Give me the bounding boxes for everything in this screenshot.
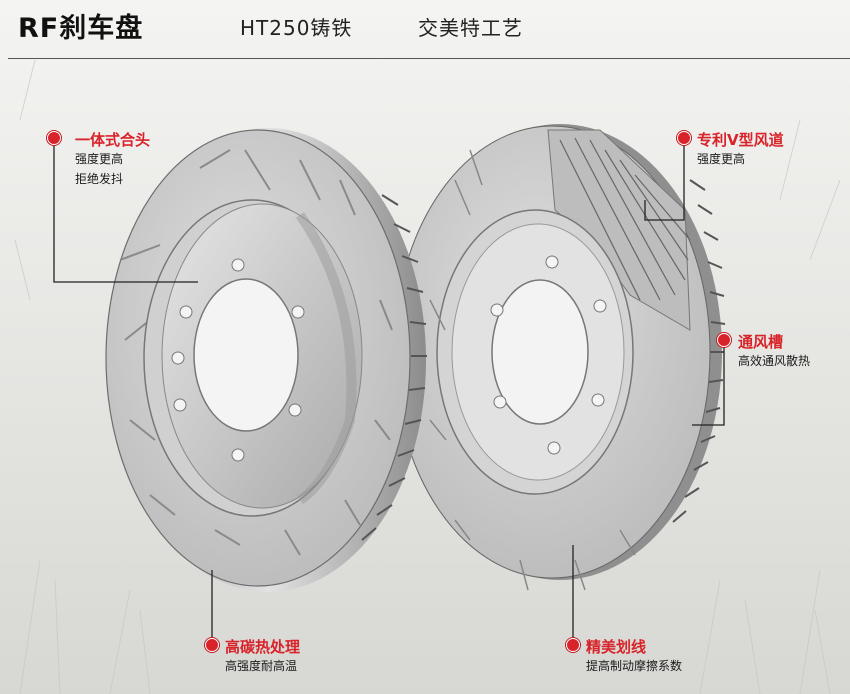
front-disc [105, 128, 427, 592]
callout-vent-slot: 通风槽 高效通风散热 [738, 333, 810, 371]
callout-dot-vent-slot [717, 333, 731, 347]
callout-desc: 强度更高 [697, 152, 746, 166]
callout-title: 精美划线 [586, 638, 647, 656]
header-divider [8, 58, 850, 59]
callout-title: 通风槽 [738, 333, 784, 351]
material-label: HT250铸铁 [240, 16, 353, 40]
callout-slotted-lines: 精美划线 提高制动摩擦系数 [586, 638, 682, 676]
callout-desc: 拒绝发抖 [75, 172, 124, 186]
callout-integrated-hat: 一体式合头 强度更高 拒绝发抖 [75, 131, 150, 189]
callout-desc: 强度更高 [75, 152, 124, 166]
callout-dot-heat-treatment [205, 638, 219, 652]
callout-v-vent: 专利V型风道 强度更高 [697, 131, 784, 169]
callout-title: 一体式合头 [75, 131, 151, 149]
callout-dot-v-vent [677, 131, 691, 145]
callout-desc: 高效通风散热 [738, 354, 811, 368]
process-label: 交美特工艺 [418, 16, 523, 40]
brand-title: RF刹车盘 [18, 13, 144, 44]
callout-dot-integrated-hat [47, 131, 61, 145]
callout-desc: 提高制动摩擦系数 [586, 659, 683, 673]
callout-desc: 高强度耐高温 [225, 659, 298, 673]
callout-heat-treatment: 高碳热处理 高强度耐高温 [225, 638, 300, 676]
callout-dot-slotted-lines [566, 638, 580, 652]
callout-title: 专利V型风道 [697, 131, 784, 149]
header-bar: RF刹车盘 HT250铸铁 交美特工艺 [0, 0, 850, 58]
callout-title: 高碳热处理 [225, 638, 301, 656]
rear-disc [393, 124, 726, 591]
leader-lines [53, 145, 725, 645]
